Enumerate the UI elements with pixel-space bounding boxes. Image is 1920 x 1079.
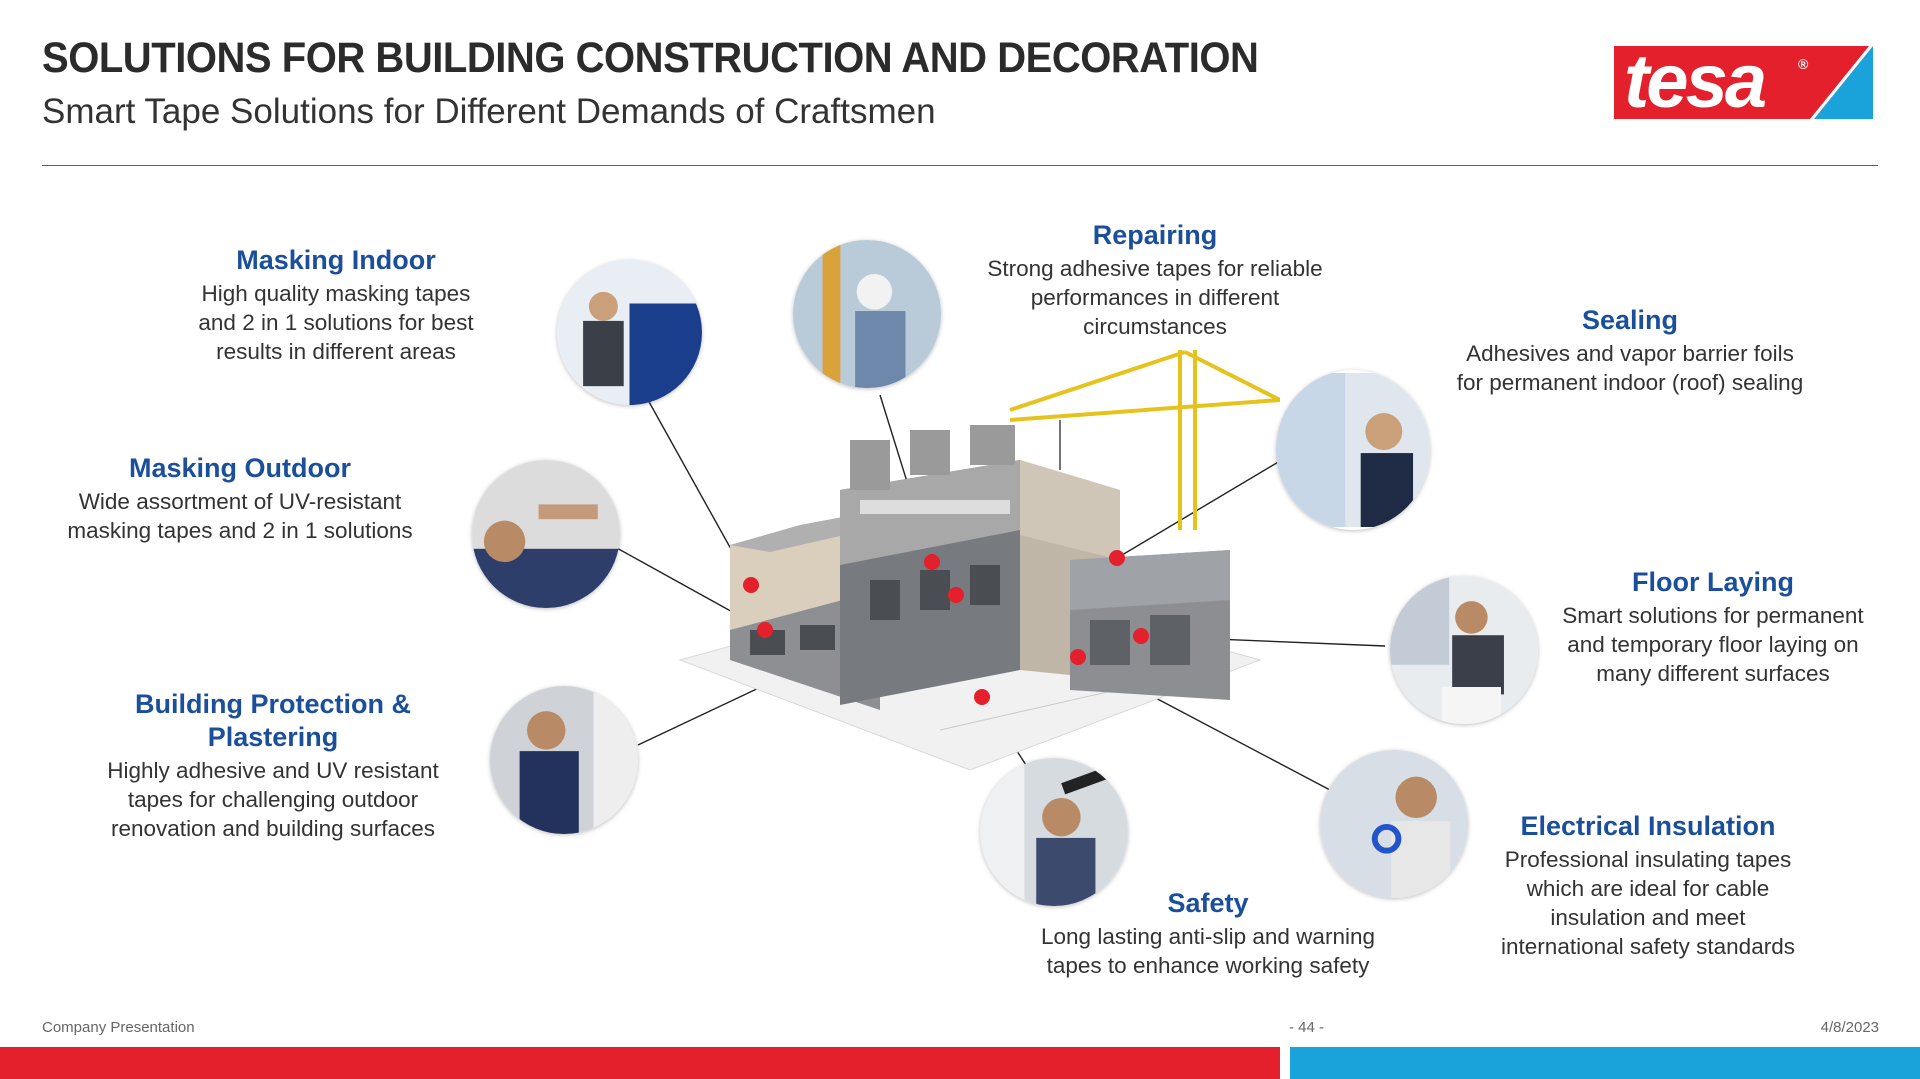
logo-background (1614, 46, 1873, 119)
solution-masking-outdoor: Masking Outdoor Wide assortment of UV-re… (40, 452, 440, 545)
solution-description: Highly adhesive and UV resistant tapes f… (107, 758, 439, 841)
solution-description: Wide assortment of UV-resistant masking … (67, 489, 413, 543)
footer-company-label: Company Presentation (42, 1019, 195, 1036)
solution-masking-indoor: Masking Indoor High quality masking tape… (176, 244, 496, 366)
photo-repairing (793, 240, 941, 388)
building-illustration (678, 350, 1280, 770)
logo-registered-mark: ® (1798, 56, 1809, 72)
slide-title: SOLUTIONS FOR BUILDING CONSTRUCTION AND … (42, 34, 1259, 82)
solution-title: Masking Outdoor (129, 453, 351, 483)
photo-safety (980, 758, 1128, 906)
footer-bar-red (0, 1047, 1280, 1079)
footer-bar-blue (1290, 1047, 1920, 1079)
photo-floor-laying (1390, 576, 1538, 724)
solution-title: Masking Indoor (236, 245, 436, 275)
solution-safety: Safety Long lasting anti-slip and warnin… (1008, 887, 1408, 980)
solution-description: Adhesives and vapor barrier foils for pe… (1456, 341, 1804, 395)
solution-title: Safety (1167, 888, 1249, 918)
solution-description: Long lasting anti-slip and warning tapes… (1041, 924, 1375, 978)
solution-sealing: Sealing Adhesives and vapor barrier foil… (1430, 304, 1830, 397)
footer-date: 4/8/2023 (1820, 1019, 1879, 1036)
solution-title: Floor Laying (1632, 567, 1794, 597)
solution-title: Sealing (1581, 305, 1679, 335)
solution-electrical-insulation: Electrical Insulation Professional insul… (1468, 810, 1828, 961)
photo-electrical-insulation (1320, 750, 1468, 898)
photo-masking-indoor (557, 260, 702, 405)
header-divider (42, 165, 1878, 166)
photo-sealing (1276, 370, 1430, 530)
photo-building-protection (490, 686, 638, 834)
solution-description: High quality masking tapes and 2 in 1 so… (198, 281, 474, 364)
solution-floor-laying: Floor Laying Smart solutions for permane… (1540, 566, 1886, 688)
logo-wordmark: tesa (1624, 39, 1767, 124)
slide-subtitle: Smart Tape Solutions for Different Deman… (42, 92, 936, 131)
footer-page-number: - 44 - (1289, 1019, 1325, 1036)
solution-title: Electrical Insulation (1520, 811, 1776, 841)
solution-title: Repairing (1092, 220, 1218, 250)
solution-title: Building Protection & Plastering (135, 689, 411, 752)
solution-building-protection: Building Protection & Plastering Highly … (80, 688, 466, 843)
photo-masking-outdoor (472, 460, 620, 608)
solution-repairing: Repairing Strong adhesive tapes for reli… (955, 219, 1355, 341)
crane-icon (1009, 350, 1280, 530)
solution-description: Strong adhesive tapes for reliable perfo… (987, 256, 1323, 339)
solution-description: Smart solutions for permanent and tempor… (1562, 603, 1864, 686)
solution-description: Professional insulating tapes which are … (1501, 847, 1795, 959)
tesa-logo: tesa ® (1614, 39, 1873, 124)
